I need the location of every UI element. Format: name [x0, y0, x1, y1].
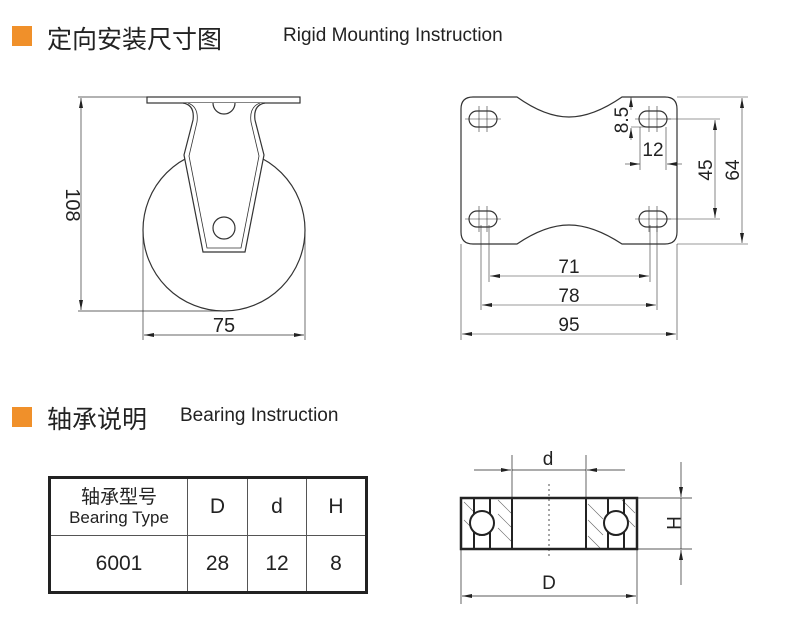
ball	[603, 510, 629, 536]
dim-width: 75	[213, 315, 235, 337]
top-plate	[146, 96, 301, 104]
dim-12: 12	[642, 140, 663, 161]
ball	[469, 510, 495, 536]
dim-height: 108	[61, 188, 83, 221]
dim-78: 78	[558, 286, 579, 307]
axle-hole	[212, 216, 236, 240]
top-hole	[212, 102, 236, 115]
dim-45: 45	[696, 159, 717, 180]
plate-outline	[460, 96, 678, 245]
section1-title-cn: 定向安装尺寸图	[47, 25, 223, 54]
dim-95: 95	[558, 315, 579, 336]
label-D: D	[542, 573, 556, 594]
cell-d: 12	[247, 535, 307, 593]
section1-title-en: Rigid Mounting Instruction	[283, 25, 503, 46]
section2-title-cn: 轴承说明	[47, 405, 148, 434]
header-d: d	[247, 477, 307, 536]
fork	[182, 102, 266, 253]
section-marker-icon	[12, 407, 32, 427]
cell-H: 8	[306, 535, 367, 593]
caster-side-view	[78, 96, 306, 340]
cell-D: 28	[187, 535, 248, 593]
table-row: 6001 28 12 8	[49, 535, 367, 593]
section2-title-en: Bearing Instruction	[180, 405, 339, 426]
bearing-section-view	[459, 455, 692, 604]
mounting-slots	[468, 110, 668, 228]
header-H: H	[306, 477, 367, 536]
mounting-plate-view	[460, 96, 748, 340]
section-marker-icon	[12, 26, 32, 46]
cell-type: 6001	[49, 535, 188, 593]
label-H: H	[662, 516, 683, 530]
header-type-en: Bearing Type	[69, 507, 169, 527]
dim-71: 71	[558, 257, 579, 278]
header-type-cn: 轴承型号	[80, 485, 157, 508]
dim-64: 64	[723, 159, 744, 181]
label-d: d	[543, 449, 554, 470]
header-D: D	[187, 477, 248, 536]
dim-8-5: 8.5	[612, 107, 633, 133]
header-bearing-type: 轴承型号 Bearing Type	[49, 477, 188, 536]
bearing-table: 轴承型号 Bearing Type D d H 6001 28 12 8	[48, 476, 368, 594]
table-header-row: 轴承型号 Bearing Type D d H	[49, 477, 367, 536]
